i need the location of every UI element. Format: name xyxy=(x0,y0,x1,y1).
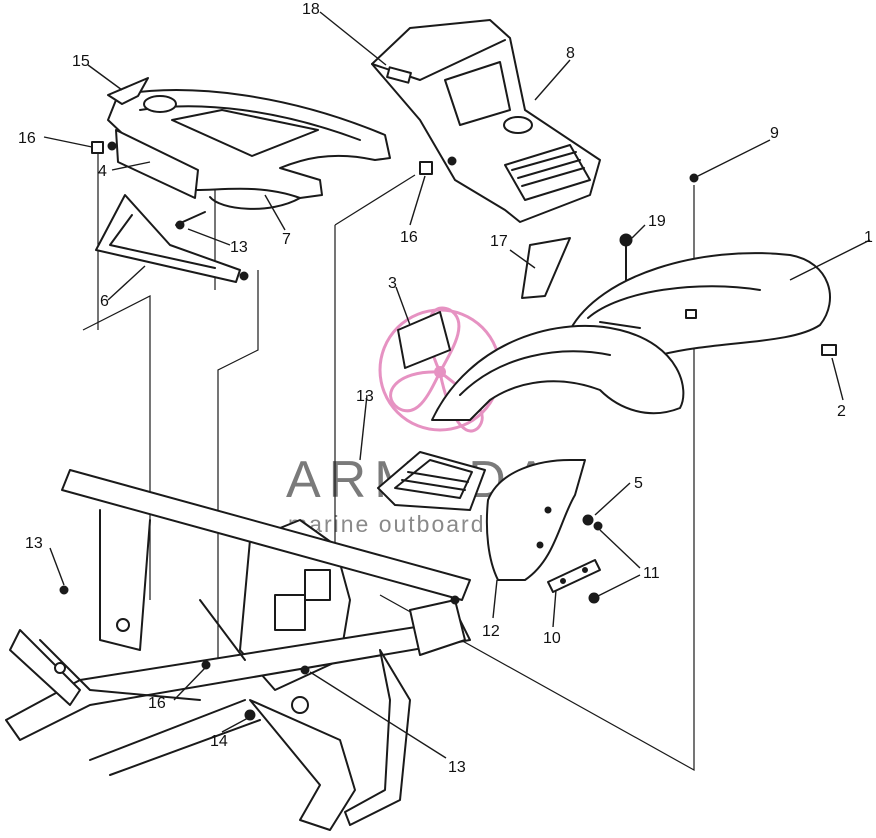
callout-8: 8 xyxy=(566,45,575,62)
clip-part-15 xyxy=(107,77,149,105)
callout-9: 9 xyxy=(770,125,779,142)
nut-part-5-and-11 xyxy=(582,514,603,604)
callout-labels: 18 8 15 16 4 9 7 13 16 19 1 17 6 3 2 13 … xyxy=(18,1,873,776)
callout-1: 1 xyxy=(864,229,873,246)
antenna-part-9 xyxy=(689,173,699,183)
reflector-part-2 xyxy=(821,344,837,356)
mud-flap-part-12 xyxy=(485,459,586,581)
callout-17: 17 xyxy=(490,233,508,250)
callout-14: 14 xyxy=(210,733,228,750)
callout-5: 5 xyxy=(634,475,643,492)
lens-part-4 xyxy=(115,129,199,199)
callout-13: 13 xyxy=(230,239,248,256)
console-part-8 xyxy=(371,19,601,223)
decal-part-17 xyxy=(521,237,571,299)
nut-part-16-upper xyxy=(91,141,117,154)
leader-lines xyxy=(43,11,871,759)
rear-fender-part-1 xyxy=(569,252,831,361)
callout-13: 13 xyxy=(25,535,43,552)
callout-13: 13 xyxy=(448,759,466,776)
callout-16: 16 xyxy=(18,130,36,147)
bracket-part-3 xyxy=(397,311,451,369)
nut-part-16-mid xyxy=(419,156,457,175)
callout-2: 2 xyxy=(837,403,846,420)
callout-16: 16 xyxy=(148,695,166,712)
plate-part-10 xyxy=(547,559,601,593)
callout-19: 19 xyxy=(648,213,666,230)
callout-18: 18 xyxy=(302,1,320,18)
callout-7: 7 xyxy=(282,231,291,248)
chassis-frame xyxy=(5,469,471,831)
callout-11: 11 xyxy=(643,565,660,582)
callout-16: 16 xyxy=(400,229,418,246)
callout-15: 15 xyxy=(72,53,90,70)
callout-4: 4 xyxy=(98,163,107,180)
lower-panel-part-6 xyxy=(95,194,249,283)
callout-3: 3 xyxy=(388,275,397,292)
callout-13: 13 xyxy=(356,388,374,405)
callout-6: 6 xyxy=(100,293,109,310)
step-plate xyxy=(377,451,486,511)
callout-10: 10 xyxy=(543,630,561,647)
watermark-tagline: marine outboards xyxy=(288,511,499,537)
front-fender xyxy=(431,324,685,421)
callout-12: 12 xyxy=(482,623,500,640)
